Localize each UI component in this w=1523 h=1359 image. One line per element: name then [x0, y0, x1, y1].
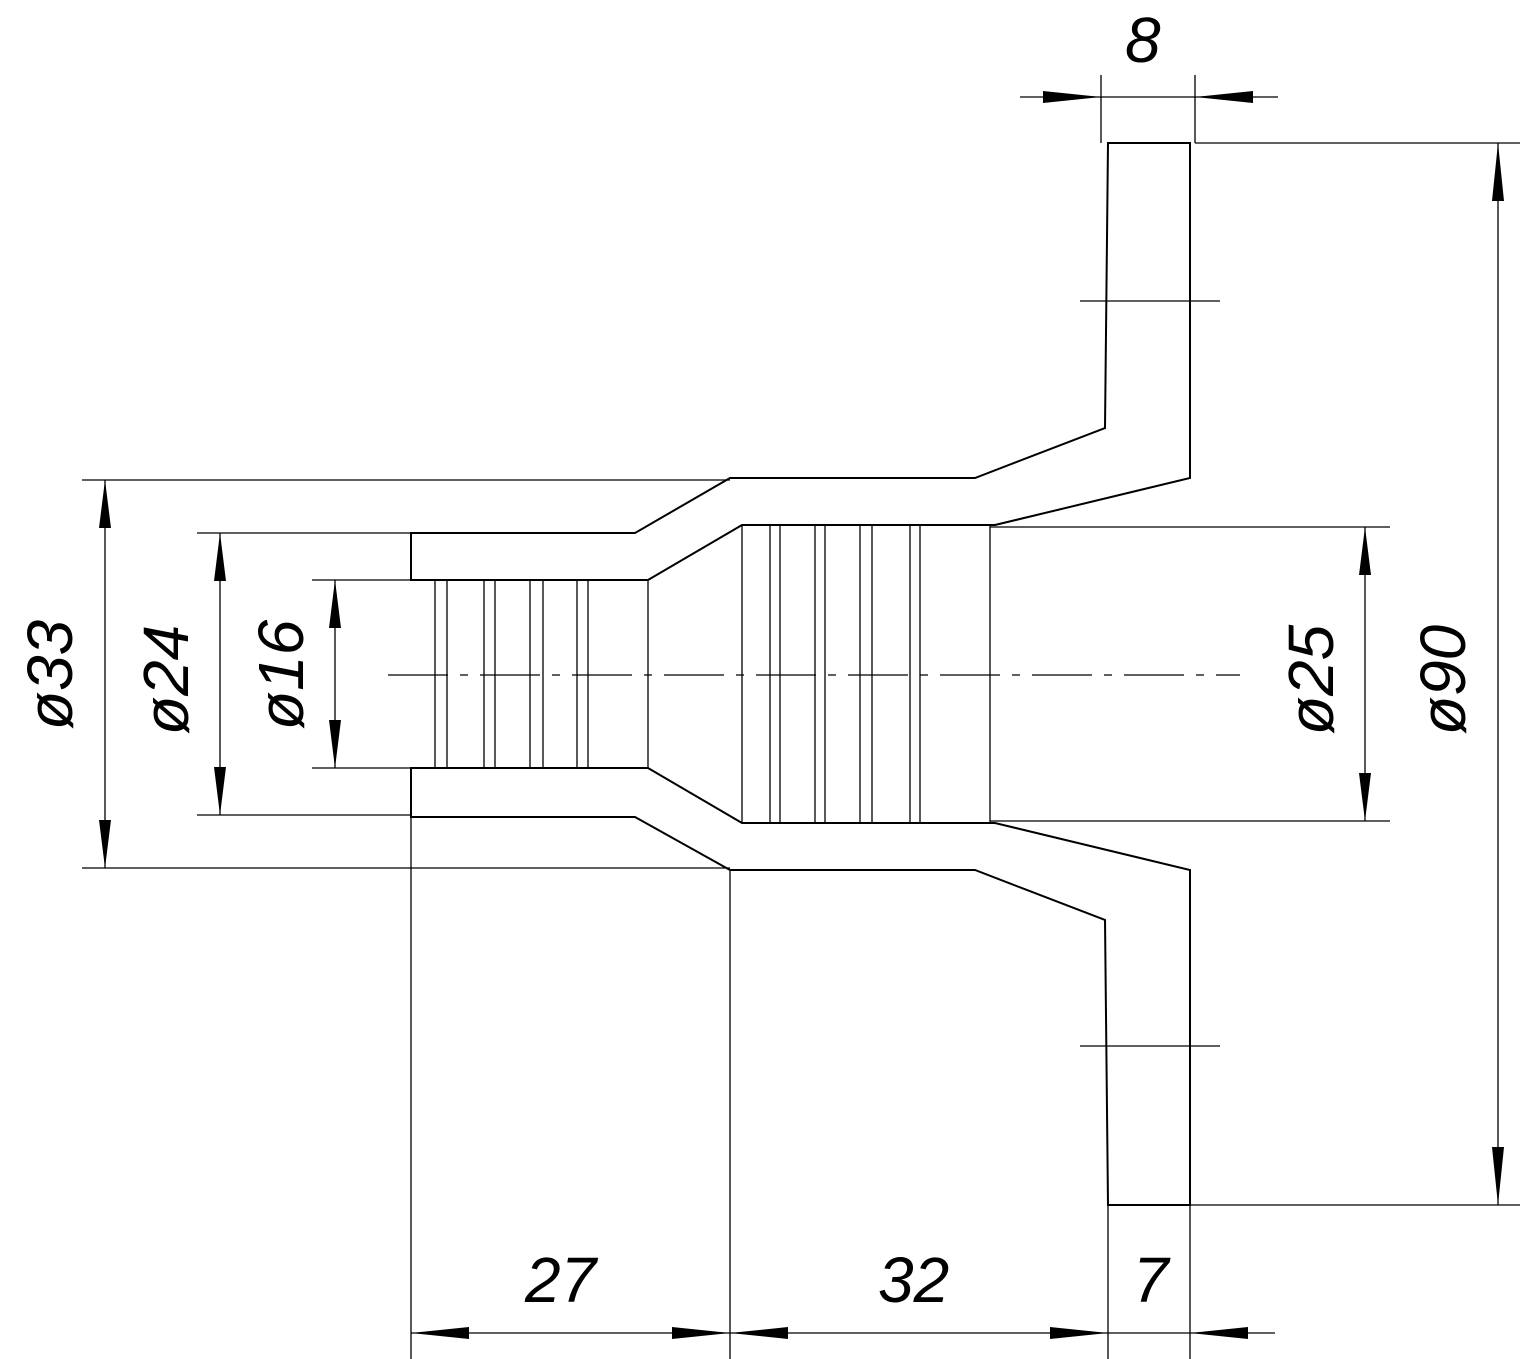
dimension-d16: ø16	[245, 580, 341, 768]
dim-label-flange-bottom: 7	[1133, 1244, 1171, 1316]
small-bore-grooves	[434, 580, 649, 768]
dimension-d90: ø90	[1407, 143, 1504, 1205]
extension-lines	[82, 75, 1520, 1359]
dim-label-d16: ø16	[245, 619, 317, 730]
centerlines	[388, 300, 1240, 1047]
dimension-flange-top: 8	[1020, 4, 1278, 103]
dimension-d25: ø25	[1275, 527, 1371, 821]
dim-label-d25: ø25	[1275, 624, 1347, 735]
dim-label-d90: ø90	[1407, 624, 1479, 735]
dim-label-flange-top: 8	[1125, 4, 1161, 76]
dimension-d33: ø33	[14, 480, 111, 868]
large-bore-grooves	[741, 525, 991, 823]
dim-label-d24: ø24	[130, 625, 202, 735]
part-section-lower	[410, 767, 1191, 1206]
dimension-bottom-chain: 27 32 7	[411, 1244, 1275, 1339]
dim-label-len-large: 32	[878, 1244, 949, 1316]
part-section-upper	[410, 142, 1191, 581]
dim-label-len-small: 27	[524, 1244, 599, 1316]
dim-label-d33: ø33	[14, 619, 86, 730]
dimension-d24: ø24	[130, 533, 226, 815]
